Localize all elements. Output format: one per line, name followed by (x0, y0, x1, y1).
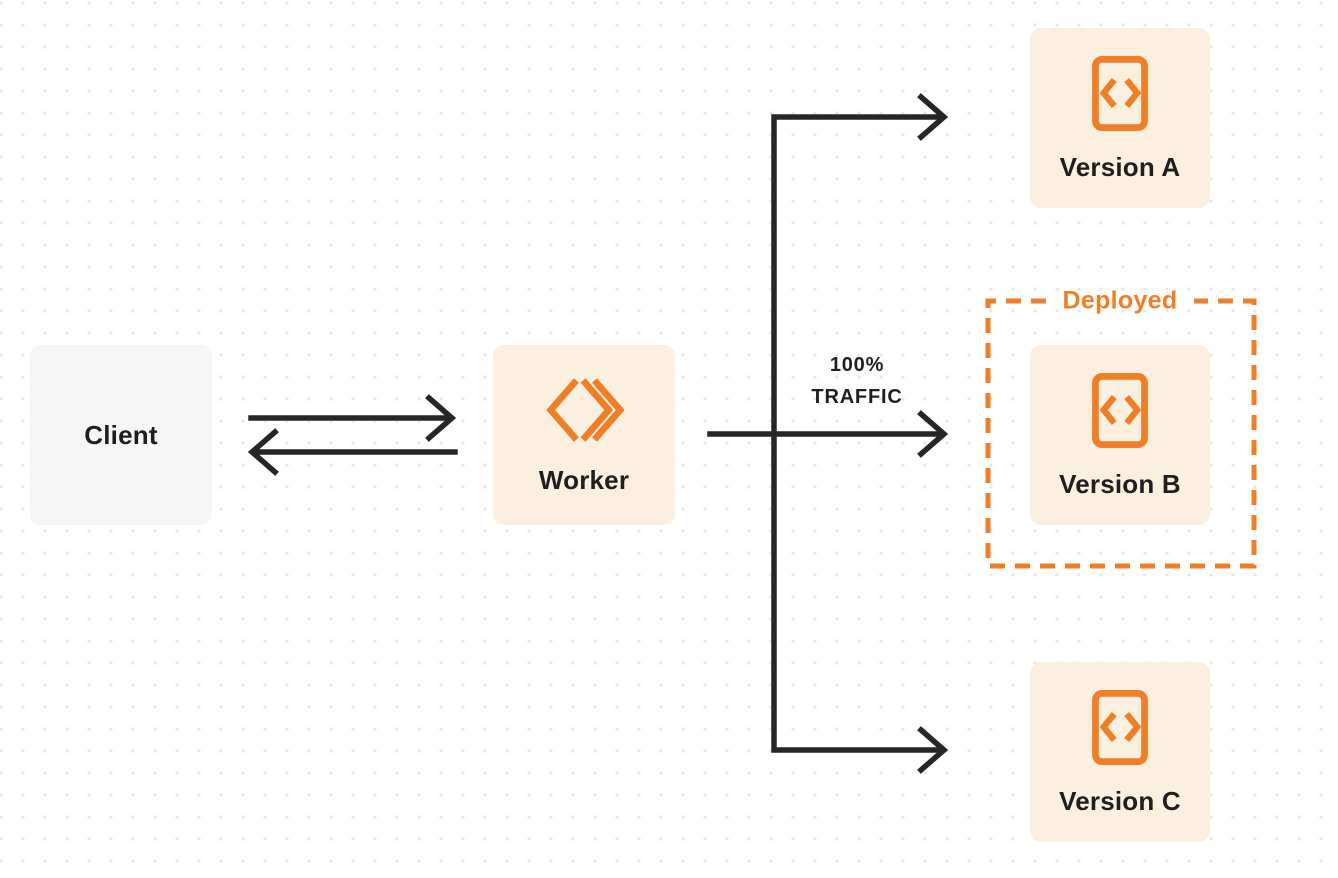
arrow-worker-to-version-b (707, 410, 949, 458)
code-file-icon (1092, 55, 1148, 131)
code-file-icon (1092, 689, 1148, 765)
deployed-badge-label: Deployed (1062, 286, 1178, 315)
code-file-icon (1092, 372, 1148, 448)
node-version-c: Version C (1030, 662, 1210, 842)
node-worker: Worker (493, 345, 675, 525)
node-client: Client (30, 345, 212, 525)
workers-logo-icon (546, 378, 624, 442)
version-c-label: Version C (1059, 785, 1181, 816)
node-version-a: Version A (1030, 28, 1210, 208)
branch-line-to-version-c (771, 431, 940, 753)
traffic-percentage-value: 100% (829, 354, 885, 376)
version-a-label: Version A (1059, 151, 1181, 182)
traffic-percentage-label: 100% TRAFFIC (811, 349, 902, 413)
deployed-dashed-border (985, 298, 1257, 569)
version-b-label: Version B (1059, 468, 1181, 499)
arrowhead-version-a (917, 93, 949, 141)
arrowhead-version-c (917, 726, 949, 774)
client-label: Client (84, 420, 158, 450)
node-version-b: Version B (1030, 345, 1210, 525)
branch-line-to-version-a (771, 114, 940, 437)
worker-label: Worker (538, 465, 630, 495)
arrow-worker-to-client (247, 428, 458, 476)
arrow-client-to-worker (248, 394, 457, 442)
traffic-word: TRAFFIC (811, 386, 903, 408)
